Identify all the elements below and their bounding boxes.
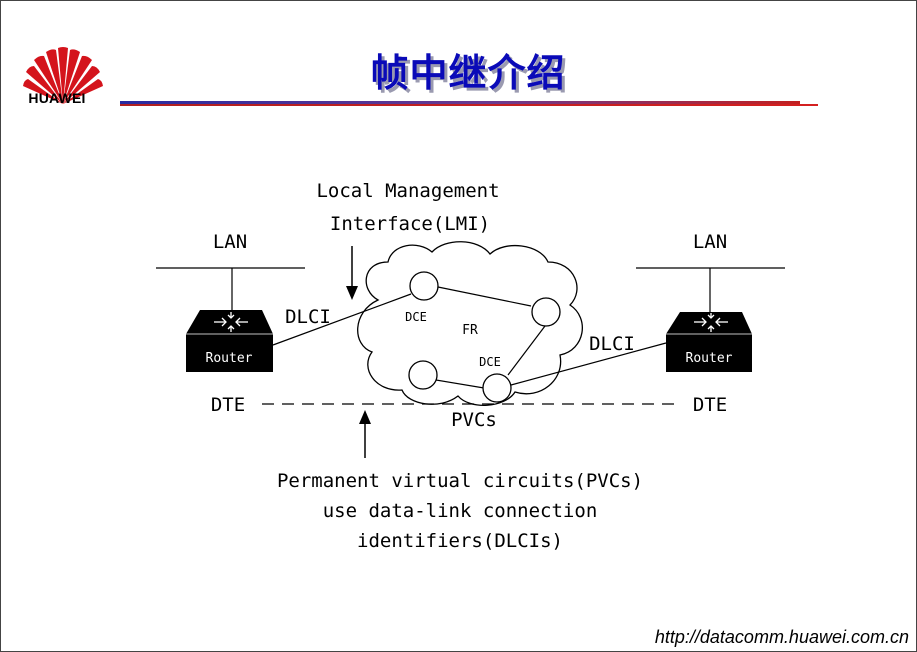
lmi-label-line1: Local Management: [316, 180, 499, 202]
dlci-left-label: DLCI: [285, 306, 331, 328]
logo-text: HUAWEI: [28, 90, 86, 106]
router-left: Router: [186, 310, 273, 372]
router-right-icon: [694, 313, 728, 332]
footer-url: http://datacomm.huawei.com.cn: [654, 627, 909, 647]
router-right: Router: [666, 312, 752, 372]
lmi-label-line2: Interface(LMI): [330, 213, 490, 235]
switch-node-bottom-left: [408, 360, 438, 390]
dte-right-label: DTE: [693, 394, 727, 416]
lmi-arrow-head: [346, 286, 358, 300]
pvc-desc-line3: identifiers(DLCIs): [357, 530, 563, 552]
dce-top-label: DCE: [405, 310, 427, 324]
switch-node-right: [531, 297, 561, 327]
access-link-left: [272, 293, 412, 346]
router-left-icon: [214, 312, 248, 332]
access-link-right: [510, 342, 667, 386]
pvc-desc-line2: use data-link connection: [323, 500, 598, 522]
page-title-shadow: 帧中继介绍: [373, 54, 569, 98]
cloud-label: FR: [462, 323, 478, 338]
router-right-label: Router: [686, 351, 733, 366]
pvc-desc-line1: Permanent virtual circuits(PVCs): [277, 470, 643, 492]
switch-node-top-left: [409, 271, 439, 301]
lan-left-label: LAN: [213, 231, 247, 253]
dte-left-label: DTE: [211, 394, 245, 416]
router-left-label: Router: [206, 351, 253, 366]
pvcs-label: PVCs: [451, 409, 497, 431]
switch-node-bottom: [482, 373, 512, 403]
huawei-logo-icon: [23, 47, 103, 104]
lan-right-label: LAN: [693, 231, 727, 253]
title-rule: [120, 101, 800, 104]
pvc-arrow-head: [359, 410, 371, 424]
title-rule-accent: [120, 104, 818, 106]
dlci-right-label: DLCI: [589, 333, 635, 355]
dce-bottom-label: DCE: [479, 355, 501, 369]
cloud-links: [427, 286, 546, 390]
page-title: 帧中继介绍: [370, 51, 566, 95]
